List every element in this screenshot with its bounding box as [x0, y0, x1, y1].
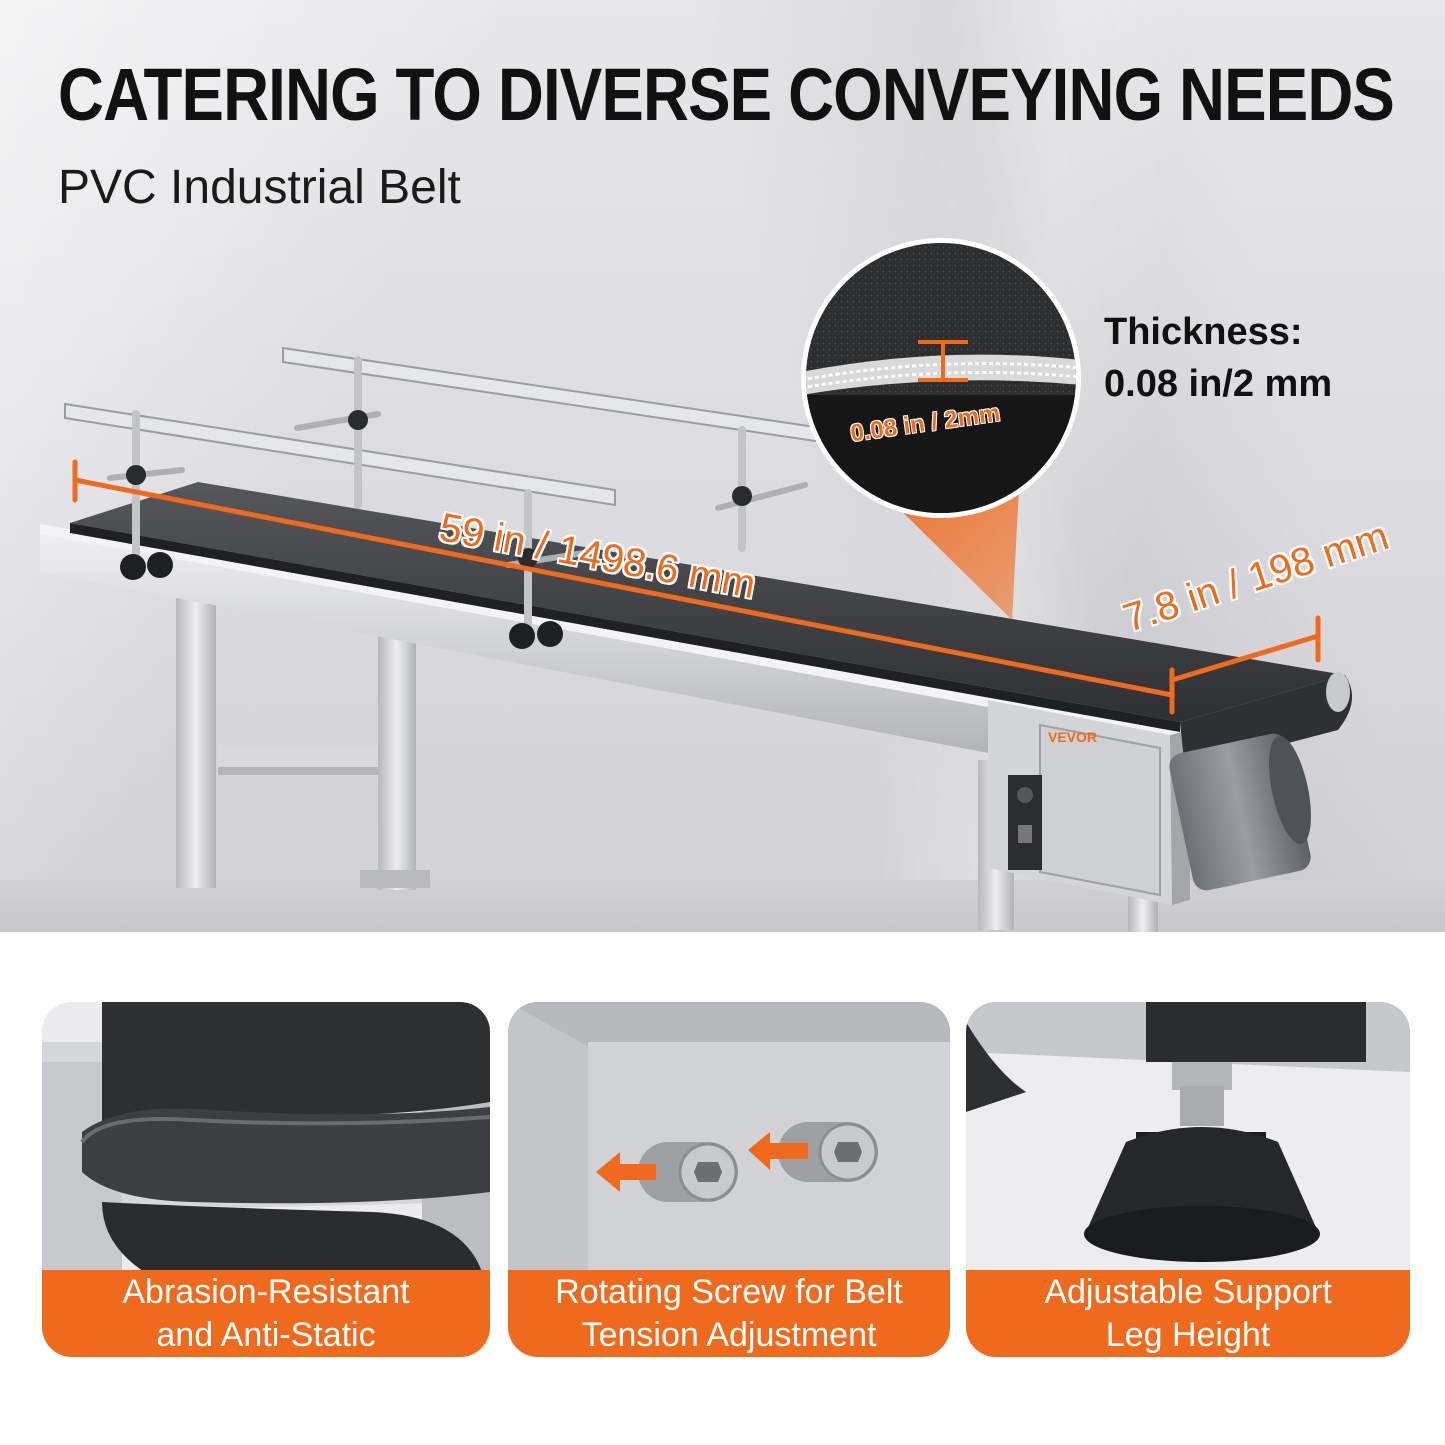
thickness-value: 0.08 in/2 mm [1104, 363, 1333, 405]
brand-label: VEVOR [1048, 729, 1097, 745]
feature-caption: Rotating Screw for Belt Tension Adjustme… [508, 1270, 950, 1357]
feature-caption-line1: Adjustable Support [1044, 1272, 1332, 1311]
feature-card-tension: Rotating Screw for Belt Tension Adjustme… [508, 1002, 950, 1357]
feature-card-leg-height: Adjustable Support Leg Height [966, 1002, 1410, 1357]
feature-caption-line1: Abrasion-Resistant [122, 1272, 410, 1311]
feature-caption-line2: and Anti-Static [156, 1315, 376, 1354]
hero-section: VEVOR [0, 0, 1445, 932]
feature-caption-line2: Leg Height [1105, 1315, 1271, 1354]
feature-caption-line2: Tension Adjustment [581, 1315, 877, 1354]
belt-curve-photo [42, 1002, 490, 1282]
motor [1169, 733, 1311, 891]
feature-caption-line1: Rotating Screw for Belt [555, 1272, 903, 1311]
feature-card-abrasion: Abrasion-Resistant and Anti-Static [42, 1002, 490, 1357]
feature-caption: Abrasion-Resistant and Anti-Static [42, 1270, 490, 1357]
page-headline: CATERING TO DIVERSE CONVEYING NEEDS [58, 53, 1395, 136]
tension-screw-photo [508, 1002, 950, 1282]
dimension-lines [72, 459, 1321, 715]
leveling-foot-photo [966, 1002, 1410, 1282]
page-subheadline: PVC Industrial Belt [58, 161, 461, 214]
belt-thickness-zoom [801, 238, 1081, 518]
thickness-callout: Thickness: 0.08 in/2 mm [1104, 306, 1332, 410]
thickness-title: Thickness: [1104, 311, 1303, 353]
conveyor-illustration: VEVOR [40, 238, 1353, 932]
guide-rails [64, 346, 823, 649]
feature-caption: Adjustable Support Leg Height [966, 1270, 1410, 1357]
